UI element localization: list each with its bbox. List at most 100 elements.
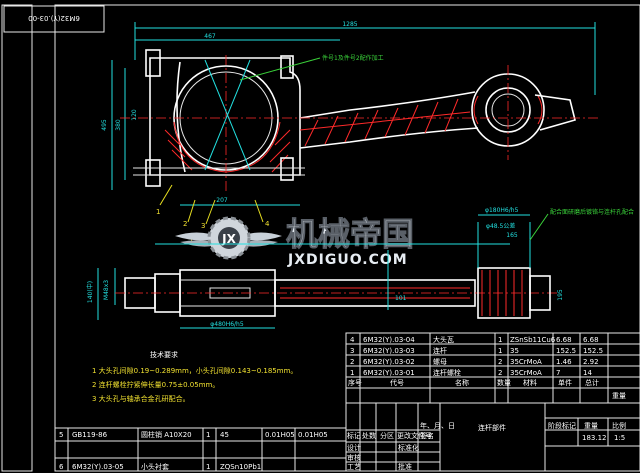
svg-text:1: 1 <box>498 336 502 344</box>
svg-text:4: 4 <box>350 336 355 344</box>
balloon-5: 5 <box>188 236 192 244</box>
tech-note-3: 3 大头孔与轴承合金孔研配合。 <box>92 394 190 403</box>
watermark-logo: JX 机械帝国 JXDIGUO.COM <box>175 215 415 268</box>
svg-text:单件: 单件 <box>558 378 572 387</box>
svg-text:小头衬套: 小头衬套 <box>141 462 169 471</box>
svg-text:2: 2 <box>183 220 187 228</box>
svg-text:2: 2 <box>498 369 502 377</box>
balloon-2: 2 <box>183 199 196 228</box>
bom-table: 4 6M32(Y).03-04 大头瓦 1 ZSnSb11Cu6 6.68 6.… <box>345 332 640 404</box>
svg-text:6.68: 6.68 <box>556 336 572 344</box>
dim-left-width: 467 <box>204 33 216 40</box>
svg-text:重量: 重量 <box>612 392 626 400</box>
callout-upper: 件号1及件号2配作加工 <box>322 54 384 62</box>
svg-text:签名: 签名 <box>420 431 434 440</box>
svg-text:6M32(Y).03-05: 6M32(Y).03-05 <box>72 463 124 471</box>
dim-195: 195 <box>557 289 564 301</box>
svg-text:审核: 审核 <box>347 453 361 462</box>
dim-bottom-207: 207 <box>216 197 228 204</box>
svg-text:35CrMoA: 35CrMoA <box>510 369 542 377</box>
title-weight: 183.12 <box>582 434 607 442</box>
bom-row: 3 6M32(Y).03-03 连杆 1 35 152.5 152.5 <box>350 346 603 355</box>
svg-text:2.92: 2.92 <box>583 358 599 366</box>
svg-text:序号: 序号 <box>348 378 362 387</box>
svg-text:7: 7 <box>556 369 560 377</box>
svg-text:5: 5 <box>188 236 192 244</box>
svg-text:分区: 分区 <box>380 431 394 440</box>
svg-text:45: 45 <box>220 431 229 439</box>
svg-text:152.5: 152.5 <box>583 347 603 355</box>
svg-text:6M32(Y).03-01: 6M32(Y).03-01 <box>363 369 415 377</box>
svg-text:3: 3 <box>350 347 354 355</box>
svg-text:处数: 处数 <box>362 431 376 440</box>
svg-text:名称: 名称 <box>455 378 469 387</box>
svg-text:2: 2 <box>350 358 354 366</box>
svg-text:6M32(Y).03-03: 6M32(Y).03-03 <box>363 347 415 355</box>
svg-text:材料: 材料 <box>523 378 537 387</box>
svg-text:1: 1 <box>206 463 210 471</box>
dim-h-495: 495 <box>101 119 108 131</box>
table-row: 5 GB119-86 圆柱销 A10X20 1 45 0.01H05 0.01H… <box>59 430 328 439</box>
dim-140: 140(中) <box>86 281 94 303</box>
dim-h-120: 120 <box>131 109 138 121</box>
svg-text:6.68: 6.68 <box>583 336 599 344</box>
dim-phi48: φ48.5公差 <box>486 222 515 230</box>
title-name: 连杆部件 <box>478 423 506 432</box>
balloon-4: 4 <box>254 199 270 228</box>
bom-row: 2 6M32(Y).03-02 螺母 2 35CrMoA 1.46 2.92 <box>350 357 599 366</box>
svg-text:ZQSn10Pb1: ZQSn10Pb1 <box>220 463 261 471</box>
svg-text:3: 3 <box>201 222 205 230</box>
svg-text:圆柱销 A10X20: 圆柱销 A10X20 <box>141 430 192 439</box>
watermark-cn: 机械帝国 <box>286 215 414 253</box>
svg-text:1.46: 1.46 <box>556 358 572 366</box>
tech-note-2: 2 连杆螺栓拧紧伸长量0.75±0.05mm。 <box>92 380 219 389</box>
svg-text:代号: 代号 <box>390 378 404 387</box>
bom-row: 4 6M32(Y).03-04 大头瓦 1 ZSnSb11Cu6 6.68 6.… <box>350 335 599 344</box>
dim-overall: 1285 <box>342 21 357 28</box>
bom-row: 1 6M32(Y).03-01 连杆螺栓 2 35CrMoA 7 14 <box>350 368 592 377</box>
front-view: 1285 467 495 380 120 <box>101 21 600 244</box>
callout-right: 配合面研磨后镀铬与连杆孔配合 <box>550 208 634 216</box>
title-scale: 1:5 <box>614 434 625 442</box>
svg-text:6M32(Y).03-04: 6M32(Y).03-04 <box>363 336 415 344</box>
dim-phi480: φ480H6/h5 <box>210 321 244 328</box>
svg-text:连杆: 连杆 <box>433 346 447 355</box>
svg-text:比例: 比例 <box>612 421 626 430</box>
svg-text:1: 1 <box>206 431 210 439</box>
dim-h-380: 380 <box>115 119 122 131</box>
svg-text:152.5: 152.5 <box>556 347 576 355</box>
code-box: 6M32(Y).03-00 <box>3 5 105 33</box>
svg-text:阶段标记: 阶段标记 <box>548 421 576 430</box>
svg-text:6M32(Y).03-02: 6M32(Y).03-02 <box>363 358 415 366</box>
tech-notes: 技术要求 1 大头孔间隙0.19~0.289mm，小头孔间隙0.143~0.18… <box>92 350 297 403</box>
svg-text:0.01H05: 0.01H05 <box>265 431 295 439</box>
svg-text:数量: 数量 <box>497 378 511 387</box>
svg-text:GB119-86: GB119-86 <box>72 431 108 439</box>
svg-text:35CrMoA: 35CrMoA <box>510 358 542 366</box>
dim-m48: M48x3 <box>103 280 110 300</box>
drawing-code: 6M32(Y).03-00 <box>28 14 80 22</box>
table-row: 6 6M32(Y).03-05 小头衬套 1 ZQSn10Pb1 <box>59 462 261 471</box>
svg-text:6: 6 <box>59 463 64 471</box>
svg-text:1: 1 <box>498 347 502 355</box>
dim-101: 101 <box>395 295 407 302</box>
svg-text:年、月、日: 年、月、日 <box>420 421 455 430</box>
svg-text:设计: 设计 <box>347 443 361 452</box>
title-block: 连杆部件 标记 处数 分区 更改文件号 签名 年、月、日 设计 标准化 审核 工… <box>345 402 640 472</box>
svg-text:1: 1 <box>156 208 160 216</box>
dim-phi180: φ180H6/h5 <box>485 207 519 214</box>
svg-text:连杆螺栓: 连杆螺栓 <box>433 368 461 377</box>
svg-text:更改文件号: 更改文件号 <box>397 431 432 440</box>
svg-text:JX: JX <box>221 232 236 246</box>
svg-text:2: 2 <box>498 358 502 366</box>
svg-text:大头瓦: 大头瓦 <box>433 335 454 344</box>
svg-text:标记: 标记 <box>347 431 361 440</box>
bom-header: 序号 代号 名称 数量 材料 单件 总计 重量 <box>348 378 626 400</box>
svg-text:14: 14 <box>583 369 592 377</box>
svg-text:5: 5 <box>59 431 63 439</box>
section-view: M48x3 140(中) φ180H6/h5 φ48.5公差 165 19 <box>86 207 634 329</box>
svg-text:4: 4 <box>265 220 270 228</box>
svg-text:批准: 批准 <box>398 462 412 471</box>
svg-text:螺母: 螺母 <box>433 357 447 366</box>
